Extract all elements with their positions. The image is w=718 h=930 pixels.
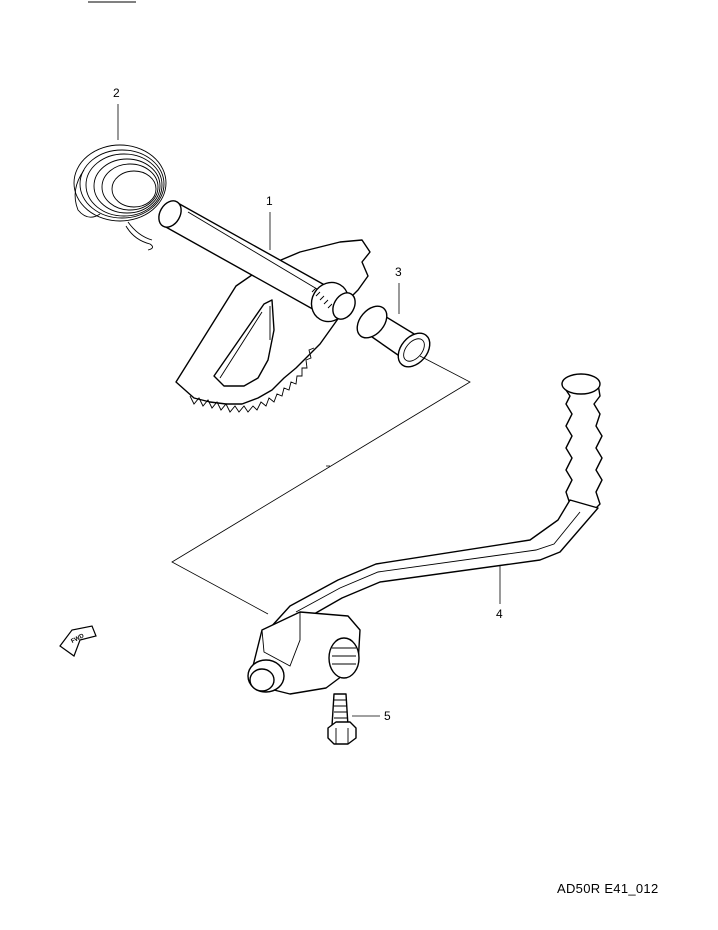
- callout-1: 1: [266, 194, 273, 250]
- fwd-arrow-icon: FWD: [59, 625, 97, 657]
- callout-label-5: 5: [384, 709, 391, 723]
- callout-2: 2: [113, 86, 120, 140]
- callout-3: 3: [395, 265, 402, 314]
- kick-starter-shaft: [158, 200, 371, 413]
- kick-starter-lever: [247, 373, 603, 695]
- bushing: [356, 305, 431, 368]
- return-spring: [73, 144, 167, 251]
- diagram-code: AD50R E41_012: [557, 881, 659, 896]
- callout-label-1: 1: [266, 194, 273, 208]
- callout-4: 4: [496, 566, 503, 621]
- bolt: [327, 693, 357, 745]
- assembly-guide-lines: [171, 355, 471, 615]
- callout-label-3: 3: [395, 265, 402, 279]
- callout-label-4: 4: [496, 607, 503, 621]
- callout-label-2: 2: [113, 86, 120, 100]
- callout-5: 5: [352, 709, 391, 723]
